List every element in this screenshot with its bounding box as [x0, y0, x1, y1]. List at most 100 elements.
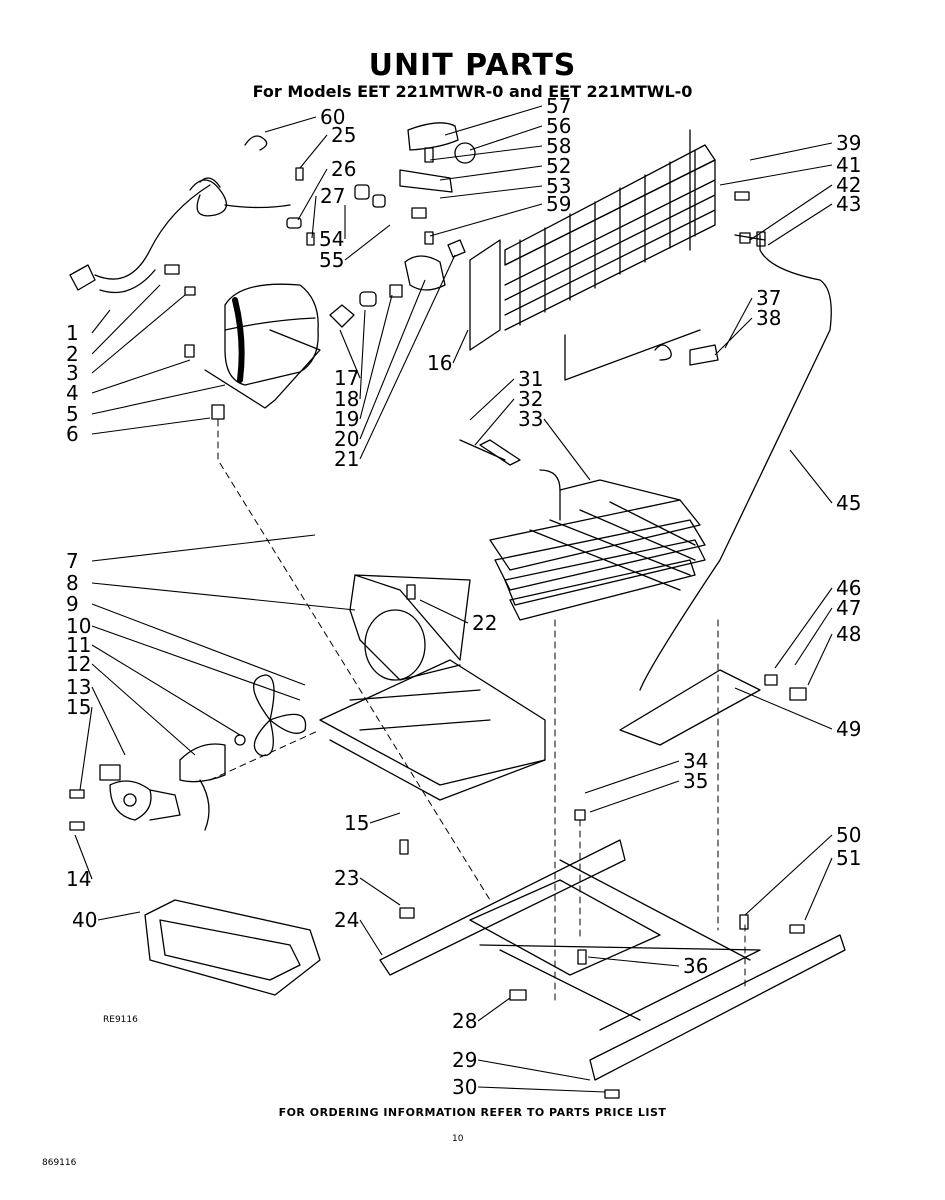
leader-line [359, 309, 366, 400]
callout-number: 7 [66, 549, 79, 573]
callout-number: 15 [344, 811, 369, 835]
callout-number: 41 [836, 153, 861, 177]
nut-drawing [184, 286, 196, 296]
callout-number: 60 [320, 105, 345, 129]
leader-line [439, 165, 543, 181]
capillary-tube-drawing [639, 234, 832, 691]
callout-number: 1 [66, 321, 79, 345]
callout-number: 30 [452, 1075, 477, 1099]
drawing-code: RE9116 [103, 1015, 138, 1025]
callout-number: 42 [836, 173, 861, 197]
callout-number: 28 [452, 1009, 477, 1033]
leader-line [79, 706, 93, 791]
leader-line [91, 582, 356, 611]
page-subtitle: For Models EET 221MTWR-0 and EET 221MTWL… [252, 82, 693, 101]
callout-number: 58 [546, 134, 571, 158]
leader-line [299, 134, 328, 169]
leader-line [344, 224, 391, 261]
drain-pan-drawing [144, 899, 321, 996]
condenser-drawing [469, 129, 716, 351]
callout-number: 37 [756, 286, 781, 310]
callout-number: 49 [836, 717, 861, 741]
callout-number: 47 [836, 596, 861, 620]
callout-number: 50 [836, 823, 861, 847]
callout-number: 2 [66, 342, 79, 366]
callout-number: 25 [331, 123, 356, 147]
leader-line [359, 279, 426, 440]
drip-tray-drawing [619, 669, 807, 746]
leader-line [297, 168, 328, 221]
leader-line [807, 633, 833, 686]
callout-number: 39 [836, 131, 861, 155]
callout-number: 35 [683, 769, 708, 793]
callout-number: 3 [66, 361, 79, 385]
leader-line [91, 309, 111, 334]
page-number: 10 [452, 1134, 464, 1144]
leader-line [469, 378, 515, 421]
leader-line [789, 449, 833, 504]
callout-numbers: 6025262754555756585253593941424312345617… [66, 94, 861, 1099]
leader-line [749, 142, 833, 161]
callout-number: 43 [836, 192, 861, 216]
callout-number: 45 [836, 491, 861, 515]
callout-number: 46 [836, 576, 861, 600]
wire-clip-drawing [244, 135, 268, 151]
callout-number: 10 [66, 614, 91, 638]
callout-number: 56 [546, 114, 571, 138]
callout-number: 24 [334, 908, 359, 932]
leader-line [419, 599, 469, 624]
leader-line [452, 329, 469, 364]
leader-line [359, 254, 456, 460]
leader-line [91, 534, 316, 562]
callout-number: 31 [518, 367, 543, 391]
callout-number: 34 [683, 749, 708, 773]
leader-line [429, 203, 543, 237]
page-title: UNIT PARTS [368, 48, 577, 83]
callout-number: 26 [331, 157, 356, 181]
callout-number: 19 [334, 407, 359, 431]
leader-line [91, 284, 161, 355]
leader-line [91, 603, 306, 686]
callout-number: 16 [427, 351, 452, 375]
clip-drawing [654, 344, 672, 361]
leader-line [439, 185, 543, 199]
bracket-drawing [689, 344, 719, 366]
leader-line [91, 686, 126, 756]
leader-line [477, 997, 511, 1022]
power-cord-drawing [69, 177, 291, 294]
callout-number: 51 [836, 846, 861, 870]
callout-number: 40 [72, 908, 97, 932]
leader-line [584, 760, 680, 794]
leader-line [91, 625, 301, 701]
callout-number: 22 [472, 611, 497, 635]
leader-line [311, 195, 317, 239]
callout-number: 13 [66, 675, 91, 699]
fan-shroud-drawing [319, 574, 546, 801]
leader-line [339, 329, 361, 379]
leader-line [474, 398, 515, 446]
leader-line [587, 956, 680, 967]
callout-number: 55 [319, 248, 344, 272]
leader-line [734, 687, 833, 730]
callout-number: 53 [546, 174, 571, 198]
callout-number: 54 [319, 227, 344, 251]
callout-number: 21 [334, 447, 359, 471]
leader-line [774, 587, 833, 669]
leader-line [804, 857, 833, 921]
leader-line [444, 105, 543, 136]
leader-line [749, 184, 833, 241]
leader-line [91, 294, 186, 374]
leader-line [429, 145, 543, 161]
callout-number: 36 [683, 954, 708, 978]
leader-line [477, 1059, 591, 1081]
callout-number: 11 [66, 633, 91, 657]
callout-number: 6 [66, 422, 79, 446]
leader-line [469, 125, 543, 151]
compressor-drawing [184, 283, 321, 420]
callout-number: 14 [66, 867, 91, 891]
leader-line [91, 359, 191, 394]
leader-line [359, 919, 383, 956]
bushing-drawing [164, 264, 180, 275]
leader-line [794, 607, 833, 666]
